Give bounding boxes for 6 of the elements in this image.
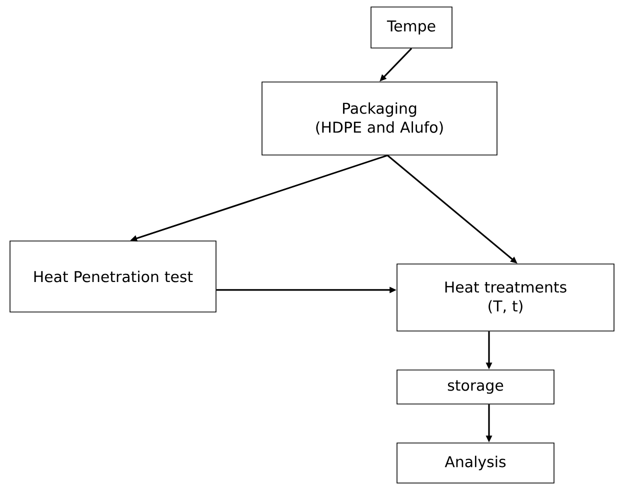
process-box: Packaging (HDPE and Alufo) bbox=[262, 82, 498, 156]
process-box: Analysis bbox=[396, 442, 554, 484]
process-box: storage bbox=[396, 370, 554, 404]
process-box: Heat Penetration test bbox=[10, 240, 216, 312]
process-box: Heat treatments (T, t) bbox=[396, 264, 614, 332]
process-box: Tempe bbox=[370, 6, 452, 48]
